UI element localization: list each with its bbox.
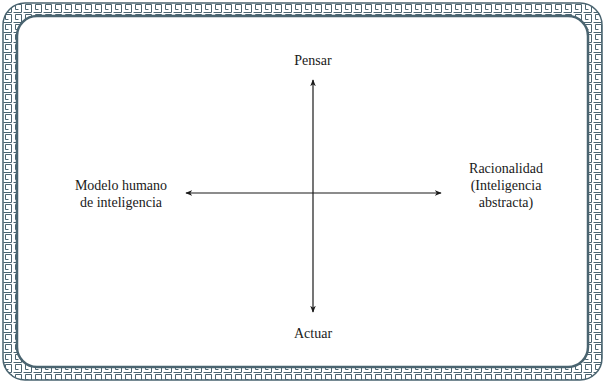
horizontal-axis-arrow [186, 192, 441, 193]
axis-label: Racionalidad (Inteligencia abstracta) [458, 160, 554, 211]
vertical-axis-arrow [312, 80, 313, 312]
axis-label: Pensar [294, 52, 331, 69]
axis-label: Modelo humano de inteligencia [69, 177, 173, 211]
axis-label: Actuar [294, 325, 332, 342]
